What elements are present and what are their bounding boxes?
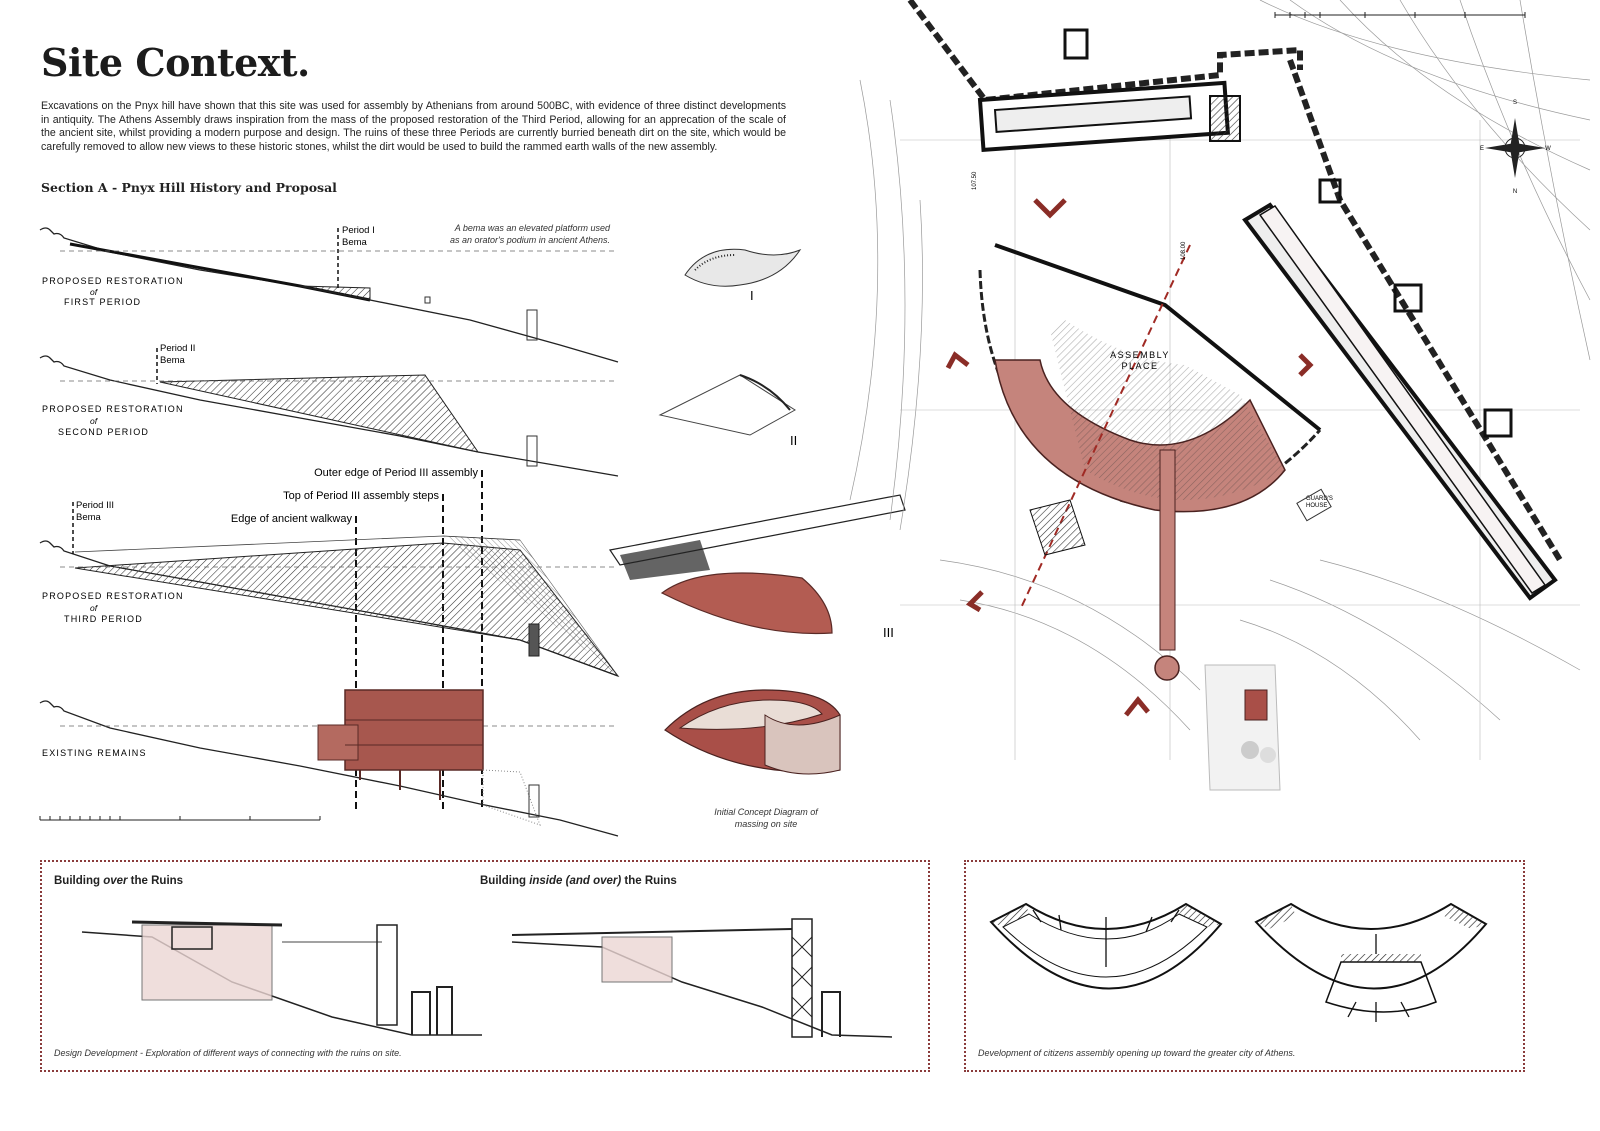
- section-existing-remains: EXISTING REMAINS: [39, 689, 619, 837]
- heading-inside-em: inside (and over): [529, 875, 622, 887]
- citizens-caption: Development of citizens assembly opening…: [978, 1048, 1296, 1058]
- heading-over-pre: Building: [54, 875, 104, 887]
- concept-sketch-three: III: [608, 494, 906, 640]
- citizens-plan-one: [989, 902, 1223, 990]
- annot-walkway: Edge of ancient walkway: [231, 513, 353, 525]
- roman-two: II: [790, 433, 797, 448]
- compass-n: N: [1513, 189, 1517, 195]
- bema-label-2a: Period II: [160, 343, 195, 354]
- site-plan: ASSEMBLY PLACE GUARD'S HOUSE 107.50 108.…: [849, 0, 1591, 791]
- compass-w: W: [1545, 146, 1551, 152]
- bema-label-3b: Bema: [76, 512, 102, 523]
- bema-note-2: as an orator's podium in ancient Athens.: [450, 235, 610, 245]
- intro-paragraph: Excavations on the Pnyx hill have shown …: [41, 100, 786, 153]
- label-proposed-2: PROPOSED RESTORATION: [42, 404, 184, 414]
- citizens-plan-two: [1254, 902, 1488, 1022]
- label-of-1: of: [90, 287, 99, 297]
- section-drawings: Period I Bema A bema was an elevated pla…: [39, 223, 620, 837]
- compass-s: S: [1513, 100, 1517, 106]
- assembly-label-2: PLACE: [1121, 361, 1158, 371]
- section-third-period: Period III Bema PROPOSED RESTORATION of …: [39, 500, 620, 678]
- assembly-label-1: ASSEMBLY: [1110, 350, 1170, 360]
- annot-outer-edge: Outer edge of Period III assembly: [314, 467, 478, 479]
- section-first-period: Period I Bema A bema was an elevated pla…: [39, 223, 619, 363]
- concept-sketch-one: I: [684, 248, 802, 303]
- new-building-section: [344, 689, 484, 771]
- bema-label-2b: Bema: [160, 355, 186, 366]
- page-title: Site Context.: [41, 40, 310, 85]
- concept-massing-diagram: Initial Concept Diagram of massing on si…: [664, 689, 841, 829]
- compass-e: E: [1480, 146, 1484, 152]
- concept-caption-1: Initial Concept Diagram of: [714, 807, 819, 817]
- compass-rose: S N E W: [1480, 100, 1551, 195]
- entry-arrows: [945, 198, 1314, 717]
- long-stoa: [1242, 58, 1563, 601]
- citizens-plans: [989, 902, 1488, 1022]
- label-first-period: FIRST PERIOD: [64, 297, 141, 307]
- annot-top-steps: Top of Period III assembly steps: [283, 490, 439, 502]
- citizens-assembly-panel: Development of citizens assembly opening…: [964, 860, 1525, 1072]
- design-sketch-over: [81, 920, 482, 1036]
- label-existing-remains: EXISTING REMAINS: [42, 748, 147, 758]
- bema-note-1: A bema was an elevated platform used: [454, 223, 611, 233]
- concept-sketches: I II III Initial Concept Diagram of mass…: [608, 248, 906, 829]
- section-heading: Section A - Pnyx Hill History and Propos…: [41, 180, 337, 195]
- bema-label-3a: Period III: [76, 500, 114, 511]
- design-development-panel: Building over the Ruins Building inside …: [40, 860, 930, 1072]
- design-sketch-inside: [511, 918, 893, 1038]
- elevation-label-2: 108.00: [1181, 241, 1187, 260]
- label-proposed-1: PROPOSED RESTORATION: [42, 276, 184, 286]
- heading-over-em: over: [103, 875, 128, 887]
- upper-stoa: [907, 0, 1303, 153]
- concept-caption-2: massing on site: [735, 819, 798, 829]
- assembly-place: ASSEMBLY PLACE: [978, 243, 1322, 681]
- roman-one: I: [750, 288, 754, 303]
- bema-label-1b: Bema: [342, 237, 368, 248]
- guard-house-label-1: GUARD'S: [1306, 496, 1333, 502]
- guard-house-label-2: HOUSE: [1306, 503, 1327, 509]
- section-second-period: Period II Bema PROPOSED RESTORATION of S…: [39, 343, 619, 477]
- label-second-period: SECOND PERIOD: [58, 427, 149, 437]
- concept-sketch-two: II: [658, 374, 797, 448]
- design-heading-over: Building over the Ruins: [54, 875, 183, 887]
- heading-inside-pre: Building: [480, 875, 530, 887]
- heading-inside-post: the Ruins: [621, 875, 677, 887]
- contour-lines: [849, 0, 1591, 741]
- label-proposed-3: PROPOSED RESTORATION: [42, 591, 184, 601]
- label-third-period: THIRD PERIOD: [64, 614, 143, 624]
- bema-label-1a: Period I: [342, 225, 375, 236]
- design-caption: Design Development - Exploration of diff…: [54, 1048, 402, 1058]
- elevation-label-1: 107.50: [972, 171, 978, 190]
- heading-over-post: the Ruins: [127, 875, 184, 887]
- label-of-2: of: [90, 416, 99, 426]
- view-sketch: [1204, 664, 1281, 791]
- design-heading-inside: Building inside (and over) the Ruins: [480, 875, 677, 887]
- roman-three: III: [883, 625, 894, 640]
- label-of-3: of: [90, 603, 99, 613]
